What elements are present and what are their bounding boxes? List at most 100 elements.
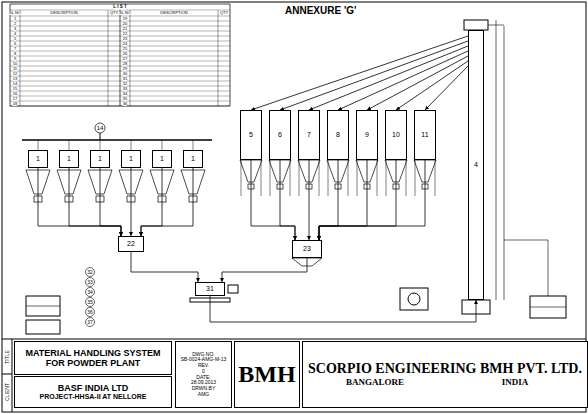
callout-number: 23 xyxy=(303,245,311,253)
silo-leg xyxy=(261,160,262,196)
silo-leg xyxy=(435,160,436,196)
material-flow-line xyxy=(319,160,396,240)
sheet-heading: ANNEXURE 'G' xyxy=(285,6,356,16)
silo-leg xyxy=(319,160,320,196)
material-flow-line xyxy=(367,56,468,110)
callout-circle xyxy=(86,278,95,287)
station-line xyxy=(26,306,60,307)
blower-fan xyxy=(408,293,420,305)
title-block-caption: TITLE xyxy=(5,350,10,364)
title-block-text: BANGALORE xyxy=(305,377,445,387)
bag-dump-hopper: 1 xyxy=(121,150,141,168)
table-cell: 20 xyxy=(123,22,127,26)
table-cell: 3 xyxy=(14,27,16,31)
table-cell: 9 xyxy=(14,57,16,61)
hanger xyxy=(38,140,39,150)
table-rule xyxy=(20,10,21,106)
table-cell: 34 xyxy=(123,92,127,96)
silo-leg xyxy=(299,160,300,196)
callout-number: 31 xyxy=(206,285,214,293)
storage-silo: 9 xyxy=(356,110,378,160)
panel-cable xyxy=(504,240,548,241)
table-cell: 19 xyxy=(123,17,127,21)
table-cell: 12 xyxy=(13,72,17,76)
panel-line xyxy=(530,307,566,308)
mixer-motor xyxy=(228,285,238,293)
title-block-text: PROJECT-HHSA-II AT NELLORE xyxy=(40,393,147,401)
material-flow-line xyxy=(131,168,132,236)
callout-circle xyxy=(86,268,95,277)
callout-circle xyxy=(86,318,95,327)
table-cell: 15 xyxy=(13,87,17,91)
bag-dump-hopper: 1 xyxy=(183,150,203,168)
material-flow-line xyxy=(319,160,338,240)
callout-number: 35 xyxy=(87,300,93,305)
table-cell: DESCRIPTION xyxy=(160,11,187,15)
material-flow-line xyxy=(425,66,468,110)
bag-dump-hopper: 1 xyxy=(152,150,172,168)
table-rule xyxy=(218,10,219,106)
material-flow-line xyxy=(319,160,367,240)
material-flow-line xyxy=(210,296,476,322)
callout-number: 5 xyxy=(249,131,253,139)
hanger xyxy=(131,140,132,150)
material-flow-line xyxy=(131,252,198,282)
table-rule xyxy=(10,96,230,97)
blower xyxy=(400,288,428,310)
control-panel xyxy=(530,296,566,318)
table-cell: 22 xyxy=(123,32,127,36)
storage-silo: 11 xyxy=(414,110,436,160)
table-rule xyxy=(10,76,230,77)
hanger xyxy=(69,140,70,150)
material-flow-line xyxy=(396,61,468,110)
table-cell: 14 xyxy=(13,82,17,86)
table-rule xyxy=(10,66,230,67)
storage-silo: 6 xyxy=(269,110,291,160)
client-cell: BASF INDIA LTDPROJECT-HHSA-II AT NELLORE xyxy=(14,376,172,408)
table-rule xyxy=(108,10,109,106)
table-cell: 8 xyxy=(14,52,16,56)
table-rule xyxy=(120,10,121,106)
material-flow-line xyxy=(280,160,295,240)
table-cell: SL.NO xyxy=(9,11,21,15)
table-cell: 29 xyxy=(123,67,127,71)
title-block-text: BASF INDIA LTD xyxy=(58,383,129,393)
table-cell: 30 xyxy=(123,72,127,76)
callout-number: 1 xyxy=(160,155,164,163)
table-cell: 7 xyxy=(14,47,16,51)
callout-number: 1 xyxy=(98,155,102,163)
table-rule xyxy=(10,71,230,72)
title-block-text: BMH xyxy=(238,361,295,389)
table-cell: 31 xyxy=(123,77,127,81)
title-block-text: INDIA xyxy=(445,377,585,387)
callout-number: 9 xyxy=(365,131,369,139)
elevator-head xyxy=(464,20,488,30)
hanger xyxy=(100,140,101,150)
hanger xyxy=(162,140,163,150)
table-rule xyxy=(10,91,230,92)
title-block-line xyxy=(12,339,13,412)
silo-leg xyxy=(357,160,358,196)
table-cell: 21 xyxy=(123,27,127,31)
callout-number: 22 xyxy=(127,240,135,248)
table-cell: 4 xyxy=(14,32,16,36)
title-block-line xyxy=(2,374,12,375)
table-rule xyxy=(10,106,230,107)
material-flow-line xyxy=(251,36,468,110)
silo-leg xyxy=(406,160,407,196)
title-block-text: SCORPIO ENGINEERING BMH PVT. LTD. xyxy=(305,361,585,377)
callout-number: 8 xyxy=(336,131,340,139)
table-rule xyxy=(10,81,230,82)
table-cell: 10 xyxy=(13,62,17,66)
table-rule xyxy=(10,41,230,42)
table-rule xyxy=(130,10,131,106)
material-flow-line xyxy=(222,258,307,282)
table-cell: 5 xyxy=(14,37,16,41)
table-rule xyxy=(10,86,230,87)
material-flow-line xyxy=(69,168,121,236)
callout-number: 34 xyxy=(87,290,93,295)
callout-number: 6 xyxy=(278,131,282,139)
callout-circle xyxy=(95,123,105,133)
table-cell: 1 xyxy=(14,17,16,21)
table-cell: 35 xyxy=(123,97,127,101)
